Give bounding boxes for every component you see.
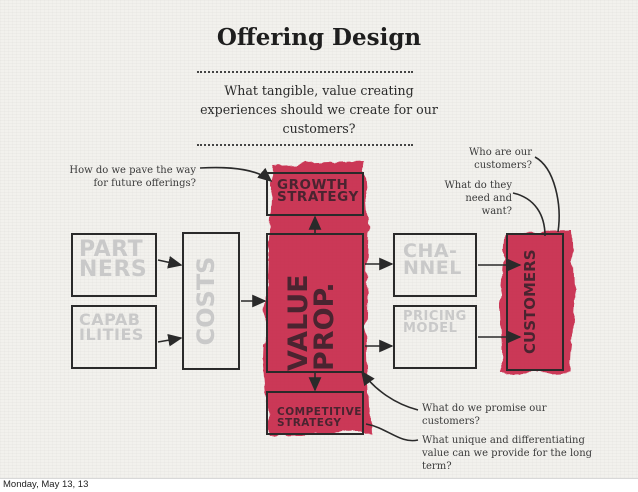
question-unique-value: What unique and differentiating value ca…	[422, 435, 593, 472]
value-prop-box: VALUE PROP.	[266, 233, 364, 373]
status-footer: Monday, May 13, 13	[0, 478, 638, 492]
partners-box: PART NERS	[71, 233, 157, 297]
value-prop-highlight	[264, 161, 370, 436]
partners-label: PART NERS	[79, 237, 148, 283]
need-callout-line	[512, 192, 546, 237]
competitive-strategy-label: COMPETITIVE STRATEGY	[277, 406, 362, 430]
promise-callout-line	[361, 370, 419, 411]
pricing-model-label: PRICING MODEL	[403, 309, 467, 336]
channel-box: CHA- NNEL	[393, 233, 477, 297]
subtitle-divider	[197, 144, 413, 146]
connector-layer	[157, 156, 560, 442]
costs-box: COSTS	[182, 232, 240, 370]
growth-strategy-label: GROWTH STRATEGY	[277, 177, 359, 206]
capabilities-box: CAPAB ILITIES	[71, 305, 157, 369]
page-title: Offering Design	[216, 24, 422, 51]
pricing-model-box: PRICING MODEL	[393, 305, 477, 369]
unique-callout-line	[365, 423, 419, 442]
page-subtitle: What tangible, value creating experience…	[200, 83, 438, 136]
competitive-strategy-box: COMPETITIVE STRATEGY	[266, 391, 364, 435]
partners-to-costs-arrow	[157, 256, 183, 269]
channel-label: CHA- NNEL	[403, 240, 462, 280]
who-callout-line	[534, 156, 560, 233]
customers-box: CUSTOMERS	[506, 233, 564, 371]
question-promise: What do we promise our customers?	[422, 403, 547, 427]
question-needs-wants: What do they need and want?	[444, 180, 512, 217]
title-divider	[197, 71, 413, 73]
question-future-offerings: How do we pave the way for future offeri…	[69, 165, 196, 189]
future-callout-line	[199, 166, 273, 183]
question-who-customers: Who are our customers?	[469, 147, 532, 171]
capabilities-to-costs-arrow	[157, 333, 183, 347]
footer-date: Monday, May 13, 13	[3, 479, 89, 490]
capabilities-label: CAPAB ILITIES	[79, 310, 144, 344]
growth-strategy-box: GROWTH STRATEGY	[266, 172, 364, 216]
